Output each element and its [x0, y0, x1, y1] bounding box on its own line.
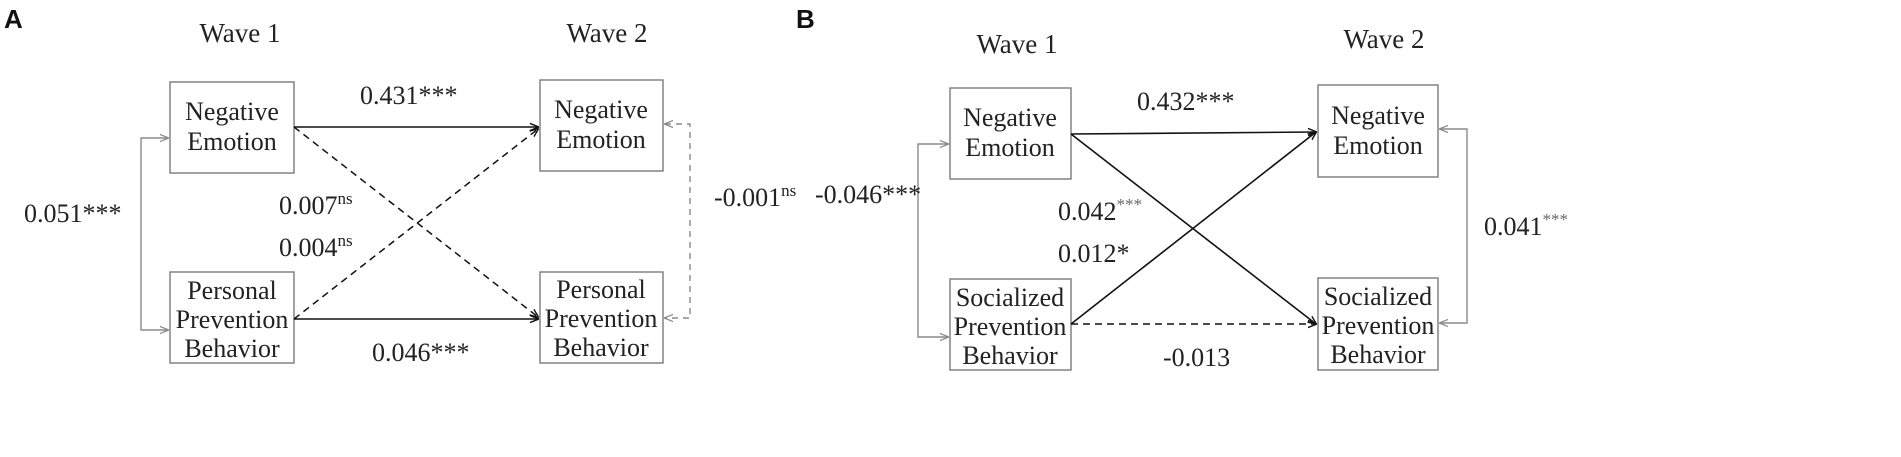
panel-a: A Wave 1 Wave 2 Negative Emotion Persona…: [4, 4, 796, 367]
panel-a-coef-left: 0.051***: [24, 199, 122, 228]
box-label-line: Negative: [554, 95, 648, 124]
box-label-line: Negative: [1331, 101, 1425, 130]
box-label-line: Socialized: [956, 283, 1064, 312]
box-label-line: Personal: [187, 276, 277, 305]
panel-b-w2-negative-emotion-box: Negative Emotion: [1317, 84, 1439, 178]
box-label-line: Prevention: [1322, 311, 1435, 340]
panel-a-w1-negative-emotion-box: Negative Emotion: [169, 81, 295, 174]
panel-b-w1-socialized-behavior-box: Socialized Prevention Behavior: [949, 278, 1072, 371]
panel-b-w1-negative-emotion-box: Negative Emotion: [949, 87, 1072, 180]
panel-a-w2-personal-behavior-box: Personal Prevention Behavior: [539, 271, 664, 364]
panel-b-coef-cross1: 0.042***: [1058, 195, 1142, 226]
panel-b-coef-bottom: -0.013: [1163, 343, 1230, 372]
panel-b-letter: B: [796, 4, 815, 34]
panel-a-path-cross-down: [293, 126, 538, 317]
box-label-line: Emotion: [965, 133, 1055, 162]
box-label-line: Behavior: [553, 333, 649, 362]
panel-a-wave2-label: Wave 2: [566, 18, 647, 48]
panel-a-letter: A: [4, 4, 23, 34]
box-label-line: Emotion: [187, 127, 277, 156]
panel-a-coef-right: -0.001ns: [714, 181, 796, 212]
panel-a-left-covariance: [140, 138, 168, 330]
panel-b: B Wave 1 Wave 2 Negative Emotion Sociali…: [796, 4, 1568, 372]
box-label-line: Emotion: [1333, 131, 1423, 160]
box-label-line: Socialized: [1324, 282, 1432, 311]
panel-b-wave1-label: Wave 1: [976, 29, 1057, 59]
panel-b-left-covariance: [917, 144, 948, 337]
box-label-line: Negative: [963, 103, 1057, 132]
panel-a-coef-bottom: 0.046***: [372, 338, 470, 367]
panel-b-w2-socialized-behavior-box: Socialized Prevention Behavior: [1317, 277, 1439, 371]
box-label-line: Behavior: [1330, 340, 1426, 369]
box-label-line: Behavior: [962, 341, 1058, 370]
panel-a-right-covariance: [665, 124, 691, 318]
box-label-line: Emotion: [556, 125, 646, 154]
box-label-line: Prevention: [954, 312, 1067, 341]
box-label-line: Negative: [185, 97, 279, 126]
panel-a-path-cross-up: [293, 129, 538, 320]
panel-b-right-covariance: [1440, 129, 1468, 323]
panel-a-w1-personal-behavior-box: Personal Prevention Behavior: [169, 271, 295, 364]
panel-b-coef-cross2: 0.012*: [1058, 239, 1130, 268]
panel-b-path-cross-up: [1070, 132, 1316, 325]
panel-a-coef-cross1: 0.007ns: [279, 189, 353, 220]
panel-b-coef-top: 0.432***: [1137, 87, 1235, 116]
box-label-line: Behavior: [184, 334, 280, 363]
box-label-line: Prevention: [545, 304, 658, 333]
panel-a-wave1-label: Wave 1: [199, 18, 280, 48]
panel-b-coef-left: -0.046***: [815, 180, 921, 209]
panel-a-coef-cross2: 0.004ns: [279, 231, 353, 262]
panel-a-coef-top: 0.431***: [360, 81, 458, 110]
box-label-line: Personal: [556, 275, 646, 304]
box-label-line: Prevention: [176, 305, 289, 334]
panel-b-path-top-autoregressive: [1070, 132, 1316, 134]
panel-b-coef-right: 0.041***: [1484, 210, 1568, 241]
panel-a-w2-negative-emotion-box: Negative Emotion: [539, 79, 664, 172]
panel-b-wave2-label: Wave 2: [1343, 24, 1424, 54]
